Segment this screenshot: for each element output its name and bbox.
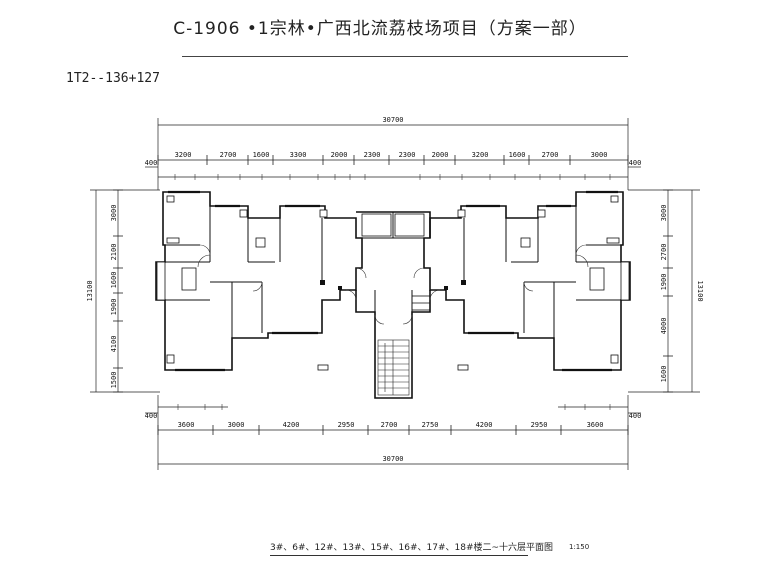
bottom-dim: 3600 (178, 421, 195, 429)
edge-dim-br: 400 (629, 412, 642, 420)
left-dim: 4100 (110, 336, 118, 353)
drawing-caption: 3#、6#、12#、13#、15#、16#、17#、18#楼二~十六层平面图 (270, 543, 554, 553)
window-marks (168, 190, 618, 372)
top-dim: 2300 (399, 151, 416, 159)
right-total-dim: 13100 (696, 280, 704, 301)
top-dim: 2700 (220, 151, 237, 159)
bottom-dim: 2950 (338, 421, 355, 429)
top-dim: 2700 (542, 151, 559, 159)
top-dim: 3200 (472, 151, 489, 159)
top-dim: 1600 (509, 151, 526, 159)
drawing-title: C-1906 •1宗林•广西北流荔枝场项目（方案一部） (173, 19, 587, 39)
door-swings (197, 244, 589, 325)
stair (377, 339, 410, 396)
edge-dim-bl: 400 (145, 412, 158, 420)
bottom-dim: 3600 (587, 421, 604, 429)
top-dim: 1600 (253, 151, 270, 159)
interior-walls (165, 206, 621, 338)
project-code: 1T2--136+127 (66, 71, 160, 86)
left-dim: 1900 (110, 299, 118, 316)
bottom-dim: 4200 (283, 421, 300, 429)
top-dim: 3300 (290, 151, 307, 159)
top-total-dim: 30700 (382, 116, 403, 124)
dimension-lines (90, 118, 700, 470)
right-dim: 1600 (660, 366, 668, 383)
dimension-labels: 30700 30700 400 400 400 400 3200 2700 16… (145, 116, 642, 463)
bottom-dim: 2750 (422, 421, 439, 429)
bottom-dim: 2950 (531, 421, 548, 429)
right-dim: 1900 (660, 274, 668, 291)
left-dim: 1500 (110, 372, 118, 389)
top-dim: 2300 (364, 151, 381, 159)
title-underline (182, 56, 628, 57)
core-shafts (361, 213, 431, 311)
top-dimension-ticks (113, 155, 673, 435)
top-dim: 3000 (591, 151, 608, 159)
right-dim: 3000 (660, 205, 668, 222)
right-dim: 4000 (660, 318, 668, 335)
left-total-dim: 13100 (86, 280, 94, 301)
fixtures (156, 195, 630, 371)
top-dim: 3200 (175, 151, 192, 159)
bottom-dim: 3000 (228, 421, 245, 429)
left-dim: 3000 (110, 205, 118, 222)
top-dim: 2000 (331, 151, 348, 159)
bottom-dim: 4200 (476, 421, 493, 429)
right-dim: 2700 (660, 244, 668, 261)
edge-dim-tr: 400 (629, 159, 642, 167)
vertical-dimension-labels: 13100 13100 3000 2100 1600 1900 4100 150… (86, 205, 704, 389)
left-dim: 2100 (110, 244, 118, 261)
top-dim: 2000 (432, 151, 449, 159)
left-dim: 1600 (110, 272, 118, 289)
drawing-scale: 1:150 (569, 543, 590, 551)
bottom-total-dim: 30700 (382, 455, 403, 463)
small-dimension-ticks (174, 174, 611, 410)
edge-dim-tl: 400 (145, 159, 158, 167)
caption-underline (270, 555, 528, 556)
column-marks (320, 280, 466, 290)
bottom-dim: 2700 (381, 421, 398, 429)
